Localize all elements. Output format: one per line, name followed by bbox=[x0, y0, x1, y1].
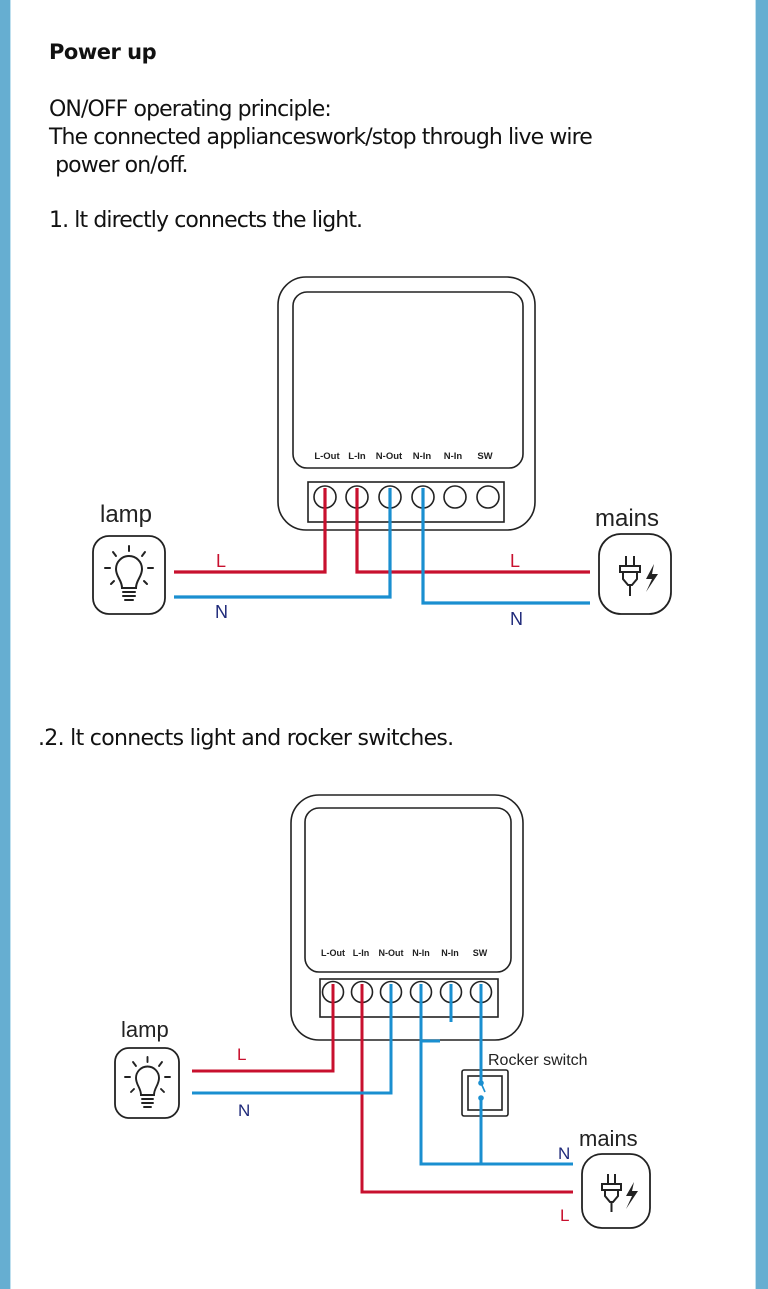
neutral-wire-mains-to-n-in bbox=[419, 984, 573, 1166]
section-1-heading: 1. lt directly connects the light. bbox=[49, 208, 363, 233]
principle-line-1: The connected applianceswork/stop throug… bbox=[49, 125, 593, 150]
module-face bbox=[304, 807, 512, 973]
terminal-label: L-In bbox=[353, 948, 370, 958]
lamp-neutral-label: N bbox=[215, 602, 228, 622]
neutral-wire-mains-to-n-in bbox=[421, 488, 590, 605]
lamp-icon bbox=[114, 1047, 180, 1119]
terminal-label: L-Out bbox=[321, 948, 345, 958]
page-title: Power up bbox=[49, 40, 157, 64]
terminal-n-in-2 bbox=[443, 485, 467, 509]
live-wire-lamp-to-l-out bbox=[192, 984, 335, 1073]
module-outer-case bbox=[290, 794, 524, 1041]
mains-label: mains bbox=[579, 1126, 638, 1151]
left-side-border bbox=[0, 0, 11, 1289]
terminal-label: N-In bbox=[441, 948, 459, 958]
terminal-label: L-In bbox=[348, 451, 366, 462]
neutral-wire-lamp-to-n-out bbox=[192, 984, 393, 1095]
lamp-icon bbox=[92, 535, 166, 615]
terminal-label: N-Out bbox=[379, 948, 404, 958]
lamp-live-label: L bbox=[237, 1045, 246, 1064]
rocker-contact-dot-bottom bbox=[478, 1095, 484, 1101]
live-wire-lamp-to-l-out bbox=[174, 488, 327, 574]
terminal-sw bbox=[476, 485, 500, 509]
wiring-diagram-direct: L-Out L-In N-Out N-In N-In SW L N L N la… bbox=[92, 276, 672, 629]
lamp-live-label: L bbox=[216, 551, 226, 571]
principle-text: ON/OFF operating principle: The connecte… bbox=[49, 96, 593, 180]
neutral-wire-lamp-to-n-out bbox=[174, 488, 392, 599]
live-wire-mains-to-l-in bbox=[360, 984, 573, 1194]
terminal-label: N-In bbox=[444, 451, 463, 462]
rocker-switch-label: Rocker switch bbox=[488, 1052, 588, 1069]
mains-neutral-label: N bbox=[558, 1144, 570, 1163]
terminal-label: N-In bbox=[412, 948, 430, 958]
mains-neutral-label: N bbox=[510, 609, 523, 629]
terminal-block bbox=[307, 481, 505, 523]
rocker-switch-icon bbox=[461, 1069, 509, 1117]
terminal-label: SW bbox=[473, 948, 488, 958]
mains-label: mains bbox=[595, 505, 659, 532]
terminal-label: L-Out bbox=[314, 451, 340, 462]
mains-live-label: L bbox=[560, 1206, 569, 1225]
lamp-label: lamp bbox=[100, 501, 152, 528]
principle-line-2: power on/off. bbox=[49, 153, 188, 178]
terminal-screws bbox=[321, 980, 493, 1004]
section-2-heading: .2. lt connects light and rocker switche… bbox=[38, 726, 454, 751]
lamp-neutral-label: N bbox=[238, 1101, 250, 1120]
terminal-block bbox=[319, 978, 499, 1018]
principle-heading: ON/OFF operating principle: bbox=[49, 97, 332, 122]
mains-live-label: L bbox=[510, 551, 520, 571]
rocker-contact-dot-top bbox=[478, 1080, 484, 1086]
terminal-label: N-In bbox=[413, 451, 432, 462]
live-wire-mains-to-l-in bbox=[355, 488, 590, 574]
module-face bbox=[292, 291, 524, 469]
right-side-border bbox=[755, 0, 768, 1289]
terminal-label: SW bbox=[477, 451, 492, 462]
module-outer-case bbox=[277, 276, 536, 531]
mains-plug-icon bbox=[598, 533, 672, 615]
smart-switch-module bbox=[290, 794, 524, 1041]
mains-plug-icon bbox=[581, 1153, 651, 1229]
terminal-label: N-Out bbox=[376, 451, 403, 462]
lamp-label: lamp bbox=[121, 1017, 169, 1042]
